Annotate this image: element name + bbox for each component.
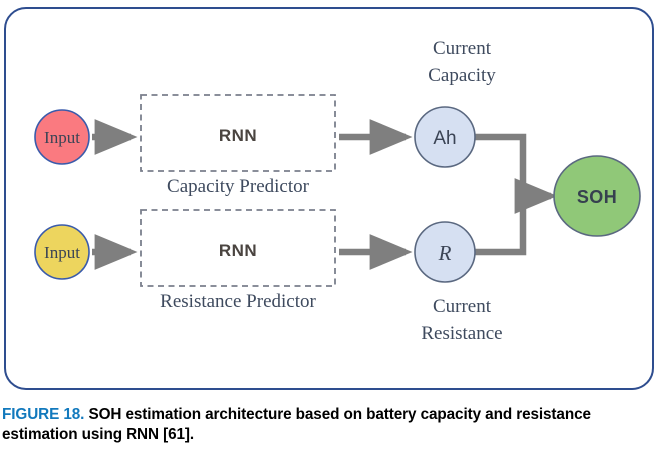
capacity-predictor-rnn-label: RNN xyxy=(219,126,257,145)
figure-caption-text: SOH estimation architecture based on bat… xyxy=(2,406,591,443)
figure-number: FIGURE 18. xyxy=(2,406,85,423)
resistance-predictor-rnn-label: RNN xyxy=(219,241,257,260)
current-resistance-caption-line2: Resistance xyxy=(421,323,502,344)
merge-bracket-path xyxy=(474,133,527,256)
figure-caption: FIGURE 18. SOH estimation architecture b… xyxy=(2,405,662,444)
merge-junction xyxy=(474,133,558,256)
node-current-capacity[interactable]: Current Capacity Ah xyxy=(414,38,496,168)
current-capacity-caption-line1: Current xyxy=(433,38,492,59)
current-capacity-caption-line2: Capacity xyxy=(428,65,496,86)
node-capacity-predictor[interactable]: RNN Capacity Predictor xyxy=(140,94,336,197)
soh-label: SOH xyxy=(577,187,617,207)
input-resistance-circle[interactable] xyxy=(34,224,90,280)
node-current-resistance[interactable]: R Current Resistance xyxy=(414,221,503,344)
node-input-resistance[interactable]: Input xyxy=(34,224,90,280)
node-input-capacity[interactable]: Input xyxy=(34,109,90,165)
current-capacity-label: Ah xyxy=(433,128,456,149)
current-resistance-circle[interactable] xyxy=(414,221,476,283)
current-resistance-label: R xyxy=(438,241,452,265)
soh-circle[interactable] xyxy=(553,155,641,237)
capacity-predictor-caption: Capacity Predictor xyxy=(167,176,310,197)
input-capacity-circle[interactable] xyxy=(34,109,90,165)
resistance-predictor-box[interactable] xyxy=(140,209,336,287)
resistance-predictor-caption: Resistance Predictor xyxy=(160,291,316,312)
current-resistance-caption-line1: Current xyxy=(433,296,492,317)
capacity-predictor-box[interactable] xyxy=(140,94,336,172)
input-capacity-label: Input xyxy=(44,128,80,147)
node-soh[interactable]: SOH xyxy=(553,155,641,237)
node-resistance-predictor[interactable]: RNN Resistance Predictor xyxy=(140,209,336,312)
input-resistance-label: Input xyxy=(44,243,80,262)
current-capacity-circle[interactable] xyxy=(414,106,476,168)
soh-architecture-diagram: Input Input RNN Capacity Predictor RNN R… xyxy=(34,38,641,344)
